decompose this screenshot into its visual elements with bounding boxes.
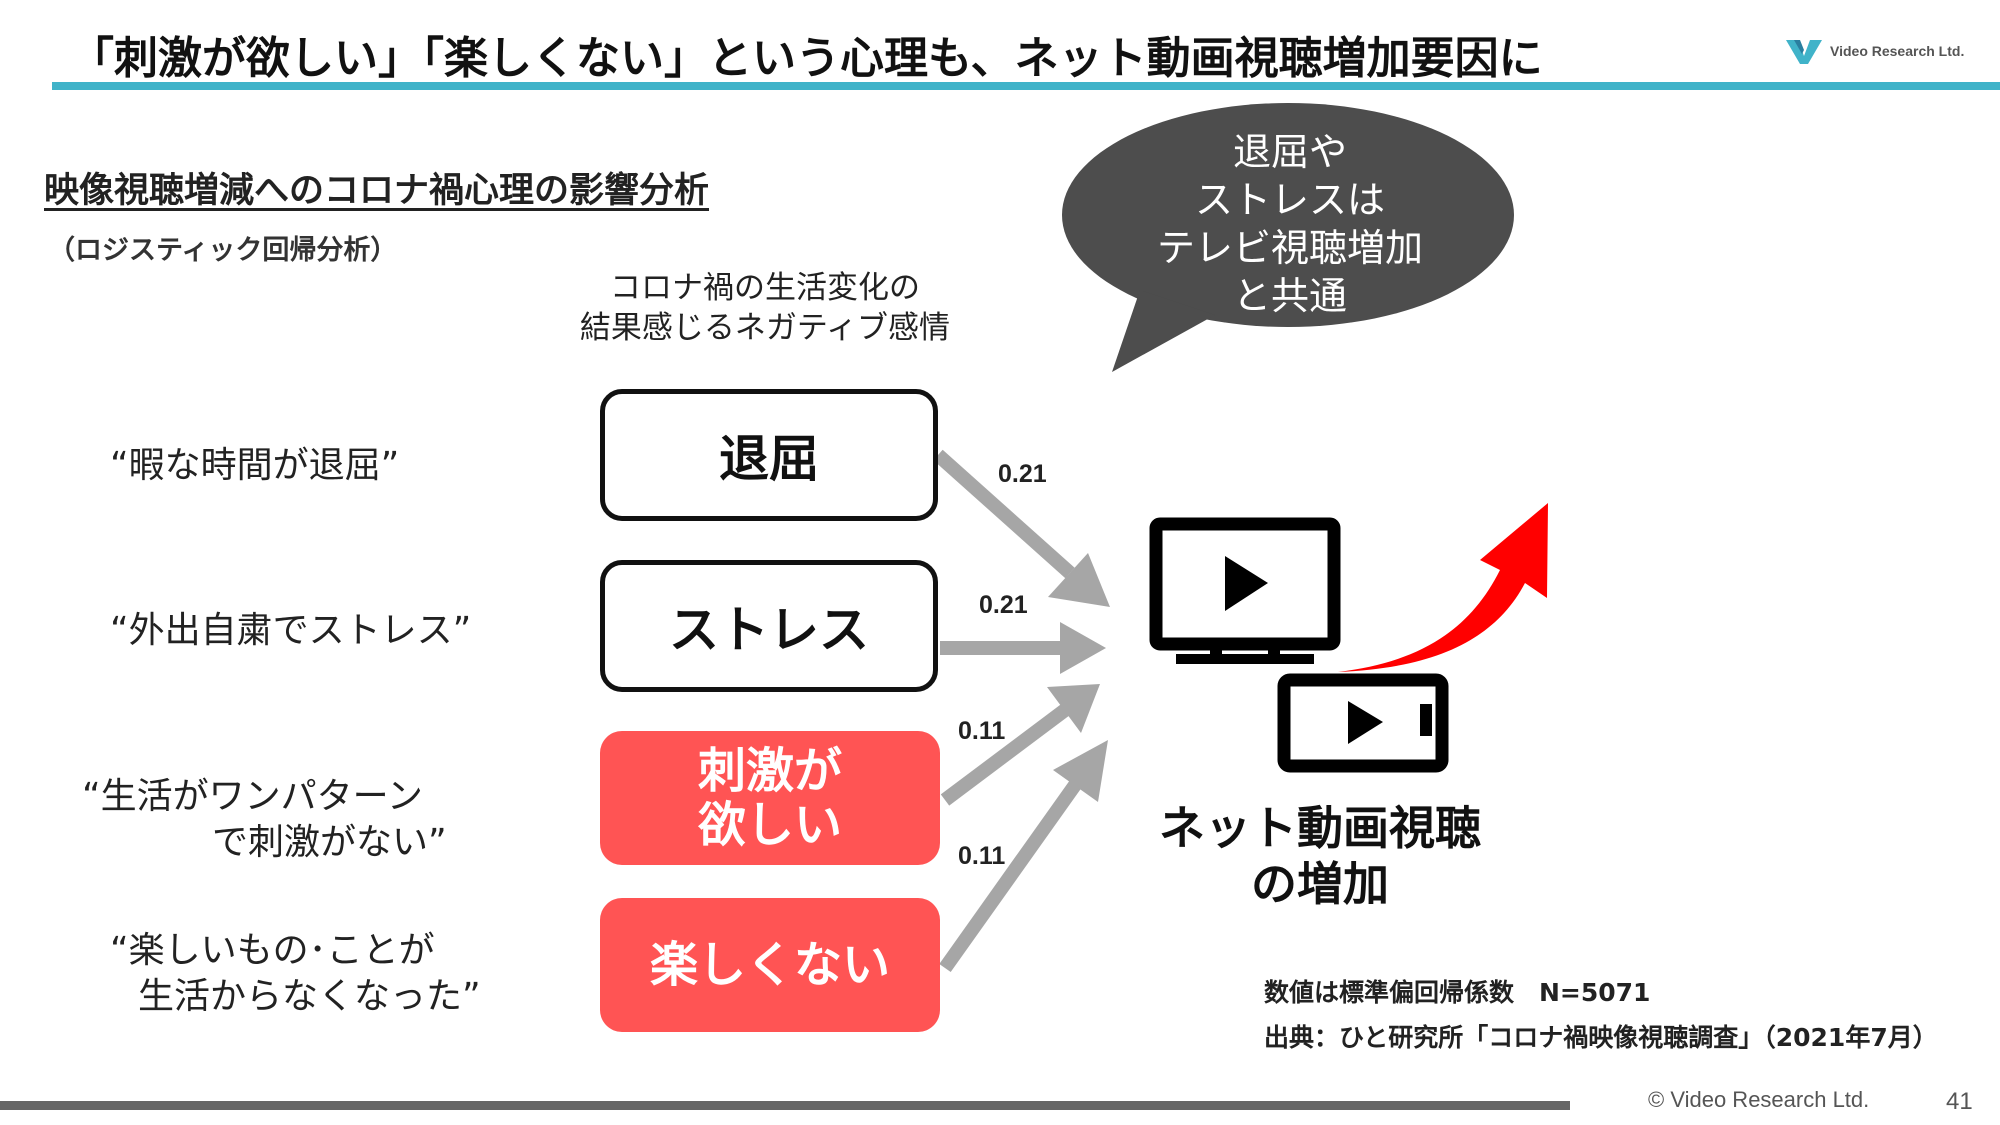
arrow-stimulation (940, 704, 1070, 806)
tv-play-icon (1149, 517, 1341, 664)
column-heading-line1: コロナ禍の生活変化の (610, 270, 920, 306)
quote-line2: で刺激がない” (212, 822, 447, 863)
coefficient-stimulation: 0.11 (958, 717, 1006, 745)
slide-title: 「刺激が欲しい」「楽しくない」という心理も、ネット動画視聴増加要因に (70, 33, 1543, 84)
factor-label-line2: 欲しい (697, 797, 842, 853)
arrowhead-stress (1060, 622, 1106, 674)
arrowhead-boredom (1048, 553, 1110, 607)
method-note: （ロジスティック回帰分析） (48, 235, 398, 266)
factor-label: 楽しくない (649, 937, 890, 993)
quote-line2: 生活からなくなった” (138, 976, 481, 1017)
quote-boredom: “暇な時間が退屈” (110, 443, 399, 489)
page-number: 41 (1946, 1088, 1973, 1115)
speech-bubble (1062, 103, 1514, 372)
outcome-line1: ネット動画視聴 (1159, 801, 1481, 855)
title-underline (52, 82, 2000, 90)
quote-not-fun: “楽しいもの･ことが 生活からなくなった” (110, 928, 481, 1020)
logo-text: Video Research Ltd. (1830, 43, 1965, 59)
influence-arrows (933, 449, 1081, 973)
factor-label-line1: 刺激が (697, 743, 842, 799)
column-heading-line2: 結果感じるネガティブ感情 (579, 310, 951, 346)
up-arrow-icon (1338, 503, 1548, 672)
arrowhead-not-fun (1053, 740, 1108, 802)
coefficient-note: 数値は標準偏回帰係数 N=5071 (1264, 978, 1651, 1007)
quote-line1: “生活がワンパターン (82, 776, 423, 817)
arrow-not-fun (939, 780, 1081, 973)
factor-box-stress: ストレス (600, 560, 938, 692)
copyright: © Video Research Ltd. (1648, 1087, 1870, 1112)
arrowhead-stimulation (1047, 684, 1100, 733)
outcome-label: ネット動画視聴 の増加 (1130, 800, 1510, 912)
quote-line1: “楽しいもの･ことが (110, 930, 435, 971)
arrowheads (1047, 553, 1110, 802)
coefficient-boredom: 0.21 (998, 460, 1047, 488)
column-heading: コロナ禍の生活変化の 結果感じるネガティブ感情 (560, 268, 970, 348)
arrow-boredom (933, 449, 1075, 579)
footer-bar (0, 1101, 1570, 1110)
vr-logo-icon (1786, 40, 1822, 64)
bubble-line3: テレビ視聴増加 (1156, 226, 1423, 270)
bubble-line4: と共通 (1232, 274, 1347, 318)
bubble-line1: 退屈や (1232, 130, 1347, 174)
factor-label: ストレス (669, 601, 869, 659)
speech-bubble-text: 退屈や ストレスは テレビ視聴増加 と共通 (1120, 128, 1460, 320)
outcome-line2: の増加 (1251, 857, 1389, 911)
section-subtitle: 映像視聴増減へのコロナ禍心理の影響分析 (44, 171, 710, 211)
coefficient-not-fun: 0.11 (958, 842, 1006, 870)
quote-line1: “暇な時間が退屈” (110, 445, 400, 486)
factor-label: 退屈 (719, 430, 819, 488)
factor-box-stimulation: 刺激が 欲しい (600, 731, 940, 865)
quote-line1: “外出自粛でストレス” (110, 610, 472, 651)
source-note: 出典：ひと研究所「コロナ禍映像視聴調査」（2021年7月） (1264, 1023, 1938, 1052)
coefficient-stress: 0.21 (979, 591, 1028, 619)
quote-stimulation: “生活がワンパターン で刺激がない” (82, 774, 447, 866)
factor-box-boredom: 退屈 (600, 389, 938, 521)
quote-stress: “外出自粛でストレス” (110, 608, 471, 654)
smartphone-play-icon (1277, 673, 1449, 773)
bubble-line2: ストレスは (1194, 178, 1385, 222)
company-logo: Video Research Ltd. (1784, 34, 1974, 68)
factor-box-not-fun: 楽しくない (600, 898, 940, 1032)
